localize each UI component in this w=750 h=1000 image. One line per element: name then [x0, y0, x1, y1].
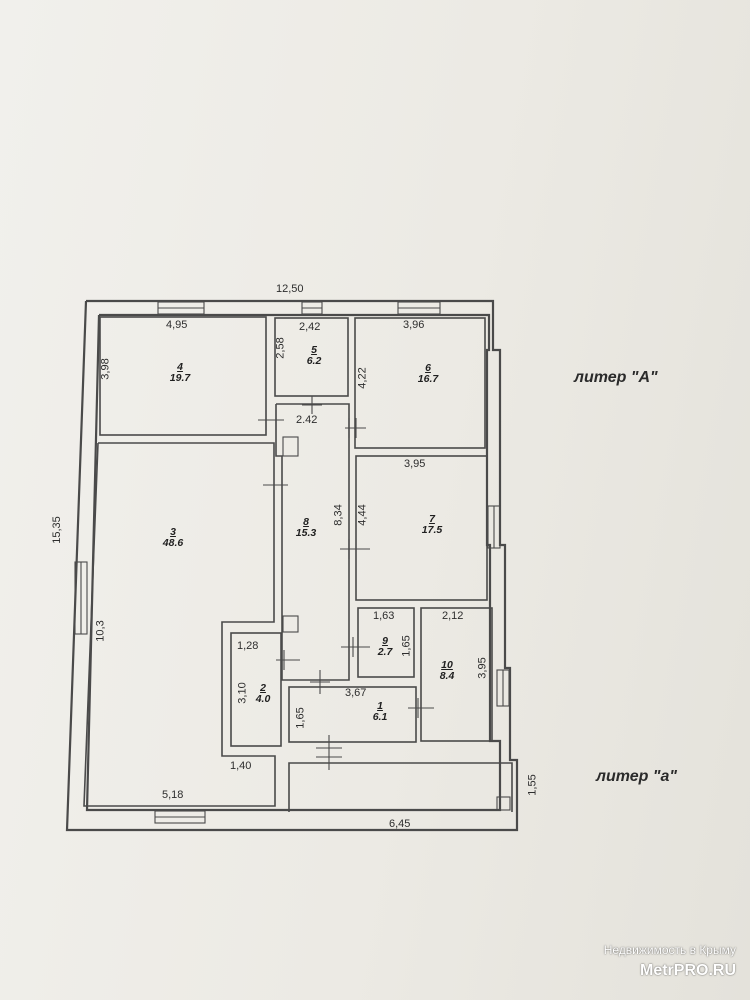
- dim-room7-height: 4,44: [356, 504, 369, 526]
- dim-room5-height: 2,58: [274, 337, 287, 359]
- room-6-outline: [354, 317, 486, 449]
- dim-room8-width: 2.42: [296, 414, 318, 426]
- dim-room4-width: 4,95: [166, 319, 188, 331]
- room-3-outline: [83, 442, 276, 807]
- room-7-outline: [355, 455, 488, 601]
- watermark-line1: Недвижимость в Крыму: [603, 943, 736, 957]
- room-6-label: 6 16.7: [408, 363, 448, 385]
- room-7-label: 7 17.5: [412, 514, 452, 536]
- dim-room4-height: 3,98: [99, 358, 112, 380]
- room-5-number: 5: [311, 344, 317, 356]
- room-9-outline: [357, 607, 415, 678]
- dim-room8-height: 8,34: [332, 504, 345, 526]
- dim-room6-height: 4,22: [356, 367, 369, 389]
- room-8-area: 15.3: [295, 527, 317, 539]
- dim-room2-bottom: 1,40: [230, 760, 252, 772]
- dim-room9-width: 1,63: [373, 610, 395, 622]
- door-marks: [258, 396, 434, 770]
- room-3-label: 3 48.6: [150, 527, 196, 549]
- room-2-area: 4.0: [255, 693, 271, 705]
- room-2-label: 2 4.0: [248, 683, 278, 705]
- dim-room3-height: 10,3: [94, 620, 107, 642]
- room-2-number: 2: [260, 682, 266, 694]
- dim-room5-width: 2,42: [299, 321, 321, 333]
- room-6-area: 16.7: [417, 373, 439, 385]
- dim-room1-height: 1,65: [294, 707, 307, 729]
- dim-room10-width: 2,12: [442, 610, 464, 622]
- room-4-number: 4: [177, 361, 183, 373]
- liter-A-label: литер "А": [574, 369, 658, 386]
- room-7-area: 17.5: [421, 524, 443, 536]
- room-2-outline: [230, 632, 282, 747]
- dim-room2-width: 1,28: [237, 640, 259, 652]
- inner-outer-wall: [85, 313, 502, 812]
- dim-room9-height: 1,65: [400, 635, 413, 657]
- annex-corner-mark: [496, 796, 511, 811]
- room-1-label: 1 6.1: [365, 701, 395, 723]
- dim-right-a: 1,55: [526, 774, 539, 796]
- annex-outline: [288, 762, 513, 812]
- dim-top-total: 12,50: [276, 283, 304, 295]
- room-5-label: 5 6.2: [299, 345, 329, 367]
- room-5-area: 6.2: [306, 355, 322, 367]
- room-8-number: 8: [303, 516, 309, 528]
- room-10-outline: [420, 607, 493, 742]
- room-1-area: 6.1: [372, 711, 388, 723]
- dim-room1-width: 3,67: [345, 687, 367, 699]
- dim-left-total: 15,35: [50, 516, 63, 544]
- room-9-area: 2.7: [377, 646, 393, 658]
- room-10-number: 10: [441, 659, 453, 671]
- room-8-label: 8 15.3: [286, 517, 326, 539]
- watermark-line2: MetrPRO.RU: [639, 962, 736, 979]
- room-3-area: 48.6: [162, 537, 184, 549]
- room-9-number: 9: [382, 635, 388, 647]
- corridor-niche-bottom: [282, 615, 299, 633]
- dim-room7-width: 3,95: [404, 458, 426, 470]
- room-6-number: 6: [425, 362, 431, 374]
- room-9-label: 9 2.7: [370, 636, 400, 658]
- dim-room6-width: 3,96: [403, 319, 425, 331]
- dim-bottom-a: 6,45: [389, 818, 411, 830]
- dim-room2-height: 3,10: [236, 682, 249, 704]
- room-4-area: 19.7: [169, 372, 191, 384]
- room-3-number: 3: [170, 526, 176, 538]
- corridor-niche-top: [282, 436, 299, 457]
- dim-room3-bottom: 5,18: [162, 789, 184, 801]
- room-1-number: 1: [377, 700, 383, 712]
- room-10-label: 10 8.4: [432, 660, 462, 682]
- room-1-outline: [288, 686, 417, 743]
- room-7-number: 7: [429, 513, 435, 525]
- windows: [74, 301, 510, 824]
- room-8-outline: [275, 403, 350, 681]
- room-4-outline: [99, 316, 267, 436]
- room-4-label: 4 19.7: [160, 362, 200, 384]
- dim-room10-height: 3,95: [476, 657, 489, 679]
- liter-a-label: литер "а": [596, 768, 677, 785]
- room-10-area: 8.4: [439, 670, 455, 682]
- outer-wall: [65, 299, 519, 832]
